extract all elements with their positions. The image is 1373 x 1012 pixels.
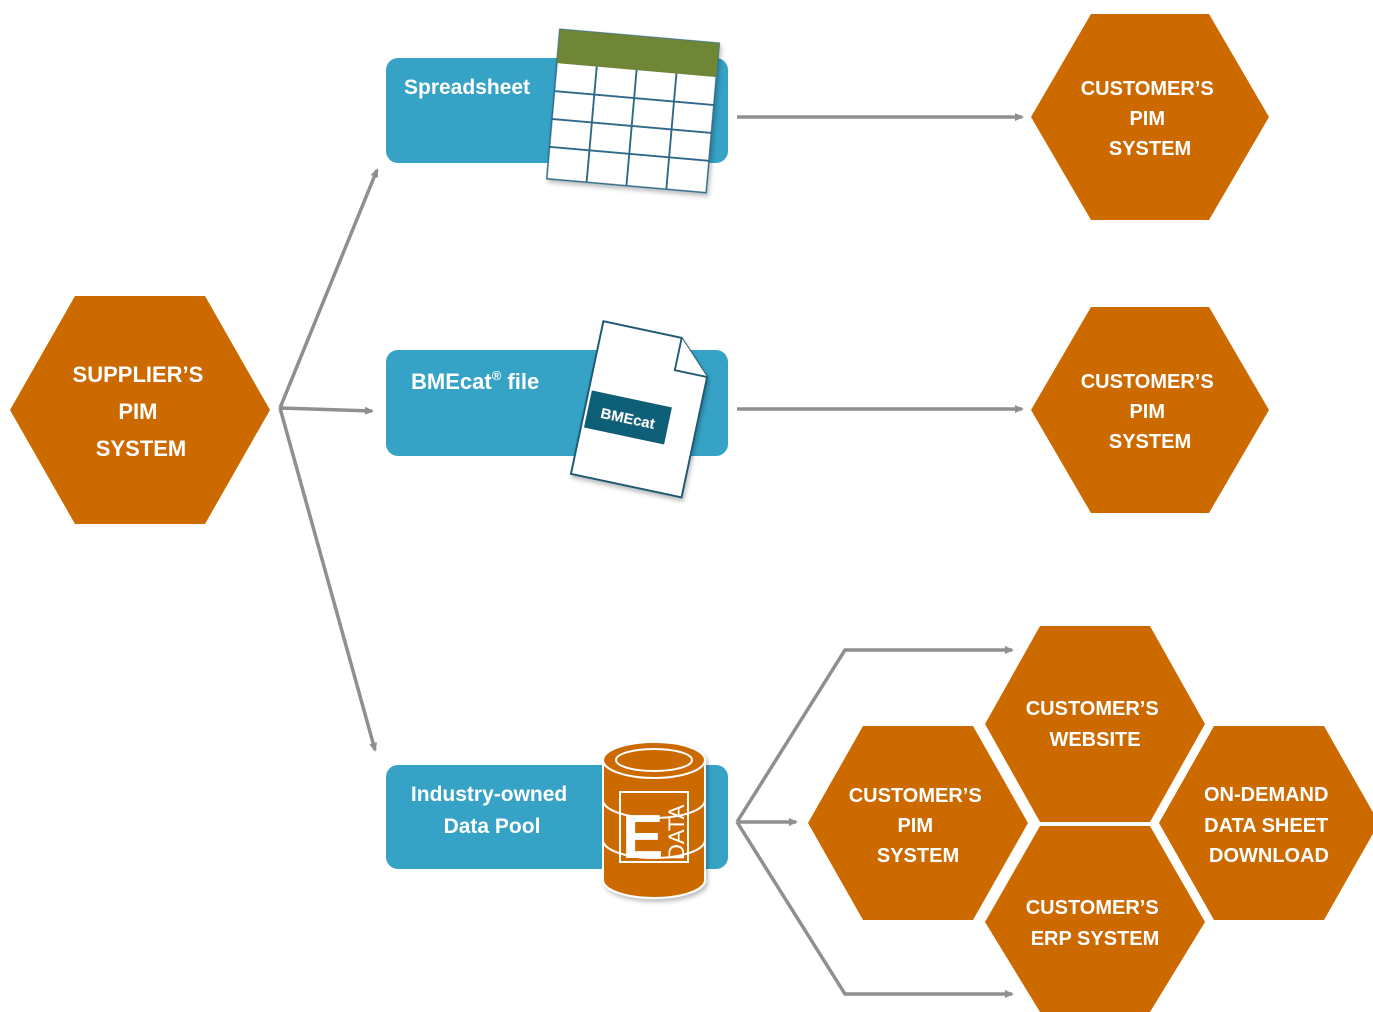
- on-demand-datasheet-download: ON-DEMAND DATA SHEET DOWNLOAD: [1159, 726, 1373, 920]
- bmecat-label-main: BMEcat: [411, 369, 492, 394]
- erp-line-1: CUSTOMER’S: [1026, 897, 1159, 919]
- target-middle-line-1: CUSTOMER’S: [1081, 371, 1214, 393]
- target-top-line-1: CUSTOMER’S: [1081, 78, 1214, 100]
- datasheet-line-2: DATA SHEET: [1204, 815, 1328, 837]
- svg-text:ON-DEMAND DATA SHEET: ON-DEMAND DATA SHEET DOWNLOAD: [1204, 784, 1334, 867]
- arrow-supplier-to-spreadsheet: [278, 168, 379, 409]
- datasheet-line-1: ON-DEMAND: [1204, 784, 1328, 806]
- datapool-line-2: Data Pool: [444, 815, 541, 838]
- cluster-pim-line-2: PIM: [897, 815, 933, 837]
- target-top-line-3: SYSTEM: [1109, 138, 1191, 160]
- customer-erp-system: CUSTOMER’S ERP SYSTEM: [985, 826, 1205, 1012]
- supplier-line-2: PIM: [118, 399, 157, 424]
- svg-text:CUSTOMER’S ERP SYSTEM: CUSTOMER’S ERP SYSTEM: [1026, 897, 1165, 950]
- connector-arrows: [278, 113, 1024, 998]
- website-line-1: CUSTOMER’S: [1026, 698, 1159, 720]
- document-icon: BMEcat: [569, 320, 709, 499]
- customer-pim-hexagon-cluster: [808, 726, 1028, 920]
- spreadsheet-channel: Spreadsheet: [386, 28, 728, 194]
- customer-pim-hexagon-middle: [1031, 307, 1269, 513]
- database-icon: E DATA: [602, 741, 706, 899]
- bmecat-label-registered: ®: [492, 368, 502, 383]
- target-middle-line-3: SYSTEM: [1109, 431, 1191, 453]
- supplier-hexagon: [10, 296, 270, 524]
- target-middle-line-2: PIM: [1129, 401, 1165, 423]
- customer-pim-system-top: CUSTOMER’S PIM SYSTEM: [1031, 14, 1269, 220]
- website-line-2: WEBSITE: [1049, 729, 1140, 751]
- spreadsheet-label: Spreadsheet: [404, 76, 530, 99]
- svg-text:CUSTOMER’S WEBSITE: CUSTOMER’S WEBSITE: [1026, 698, 1165, 751]
- cluster-pim-line-3: SYSTEM: [877, 845, 959, 867]
- svg-text:SUPPLIER’S PIM SYS: SUPPLIER’S PIM SYSTEM: [73, 362, 210, 461]
- bmecat-channel: BMEcat® file BMEcat: [386, 320, 728, 499]
- database-letter: E: [622, 803, 663, 872]
- erp-line-2: ERP SYSTEM: [1031, 928, 1160, 950]
- svg-text:Industry-owned Data Pool: Industry-owned Data Pool: [411, 783, 573, 838]
- svg-text:CUSTOMER’S PIM: CUSTOMER’S PIM SYSTEM: [849, 785, 988, 867]
- svg-text:CUSTOMER’S PIM SYS: CUSTOMER’S PIM SYSTEM: [1081, 78, 1220, 160]
- svg-text:CUSTOMER’S PIM SYS: CUSTOMER’S PIM SYSTEM: [1081, 371, 1220, 453]
- database-label: DATA: [664, 804, 689, 860]
- customer-pim-system-middle: CUSTOMER’S PIM SYSTEM: [1031, 307, 1269, 513]
- arrow-datapool-to-website: [735, 646, 1014, 823]
- supplier-pim-system: SUPPLIER’S PIM SYSTEM: [10, 296, 270, 524]
- customer-channel-cluster: CUSTOMER’S WEBSITE CUSTOMER’S PIM SYSTEM…: [808, 626, 1373, 1012]
- spreadsheet-icon: [545, 28, 721, 194]
- bmecat-label: BMEcat® file: [411, 368, 539, 394]
- arrow-supplier-to-bmecat: [279, 406, 374, 415]
- datapool-channel: Industry-owned Data Pool E DATA: [386, 741, 728, 899]
- datasheet-hexagon: [1159, 726, 1373, 920]
- datapool-line-1: Industry-owned: [411, 783, 567, 806]
- bmecat-label-suffix: file: [501, 369, 539, 394]
- customer-website-hexagon: [985, 626, 1205, 822]
- arrow-supplier-to-datapool: [278, 407, 377, 752]
- bmecat-badge: [583, 390, 673, 445]
- supplier-line-1: SUPPLIER’S: [73, 362, 204, 387]
- datasheet-line-3: DOWNLOAD: [1209, 845, 1329, 867]
- cluster-pim-line-1: CUSTOMER’S: [849, 785, 982, 807]
- customer-pim-hexagon-top: [1031, 14, 1269, 220]
- database-label-frame: [619, 791, 689, 863]
- customer-erp-hexagon: [985, 826, 1205, 1012]
- target-top-line-2: PIM: [1129, 108, 1165, 130]
- customer-website: CUSTOMER’S WEBSITE: [985, 626, 1205, 822]
- arrow-datapool-to-erp: [735, 821, 1014, 998]
- supplier-line-3: SYSTEM: [96, 436, 186, 461]
- customer-pim-system-cluster: CUSTOMER’S PIM SYSTEM: [808, 726, 1028, 920]
